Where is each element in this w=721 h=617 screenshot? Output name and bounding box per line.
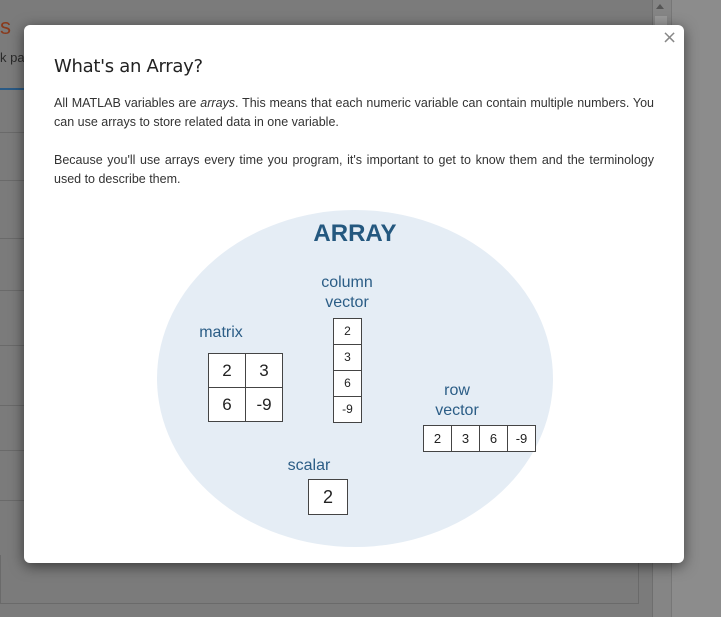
background-tab-underline bbox=[0, 88, 24, 90]
column-vector-cell: -9 bbox=[333, 396, 362, 423]
row-vector-cell: 6 bbox=[479, 425, 508, 452]
intro-paragraph: All MATLAB variables are arrays. This me… bbox=[54, 94, 654, 132]
row-vector-cell: -9 bbox=[507, 425, 536, 452]
row-vector-cell: 3 bbox=[451, 425, 480, 452]
array-diagram: ARRAY column vector 2 3 6 -9 matrix 2 3 … bbox=[157, 210, 553, 547]
row-vector-label-line1: row bbox=[444, 382, 470, 399]
background-page-title: s bbox=[0, 14, 11, 39]
close-icon[interactable]: × bbox=[662, 27, 678, 48]
column-vector-cell: 3 bbox=[333, 344, 362, 371]
scrollbar-thumb[interactable] bbox=[655, 16, 667, 26]
row-vector-label-line2: vector bbox=[435, 402, 479, 419]
scalar-cell: 2 bbox=[308, 479, 348, 515]
background-row-divider bbox=[0, 290, 24, 291]
matrix-cell: -9 bbox=[245, 387, 283, 422]
background-row-divider bbox=[0, 238, 24, 239]
row-vector-label: row vector bbox=[413, 381, 501, 421]
column-vector-label-line1: column bbox=[321, 274, 373, 291]
background-row-divider bbox=[0, 132, 24, 133]
matrix-cell: 3 bbox=[245, 353, 283, 388]
background-row-divider bbox=[0, 450, 24, 451]
row-vector-cell: 2 bbox=[423, 425, 452, 452]
modal-title: What's an Array? bbox=[54, 56, 203, 77]
matrix-label: matrix bbox=[199, 324, 243, 341]
column-vector-cell: 6 bbox=[333, 370, 362, 397]
column-vector-label-line2: vector bbox=[325, 294, 369, 311]
array-info-modal: × What's an Array? All MATLAB variables … bbox=[24, 25, 684, 563]
matrix-cell: 6 bbox=[208, 387, 246, 422]
column-vector-cell: 2 bbox=[333, 318, 362, 345]
background-row-divider bbox=[0, 500, 24, 501]
intro-text-end: . This means that each numeric variable … bbox=[54, 96, 654, 129]
matrix-cell: 2 bbox=[208, 353, 246, 388]
background-row-divider bbox=[0, 345, 24, 346]
background-page-subtitle: k pa bbox=[0, 50, 25, 65]
background-row-divider bbox=[0, 405, 24, 406]
arrays-emphasis: arrays bbox=[200, 96, 236, 110]
column-vector-label: column vector bbox=[303, 273, 391, 313]
terminology-paragraph: Because you'll use arrays every time you… bbox=[54, 153, 654, 186]
background-card bbox=[0, 555, 639, 604]
intro-text-start: All MATLAB variables are bbox=[54, 96, 201, 110]
diagram-title: ARRAY bbox=[313, 220, 397, 247]
scroll-up-arrow-icon[interactable] bbox=[656, 4, 664, 9]
scalar-label: scalar bbox=[287, 457, 331, 474]
background-row-divider bbox=[0, 180, 24, 181]
